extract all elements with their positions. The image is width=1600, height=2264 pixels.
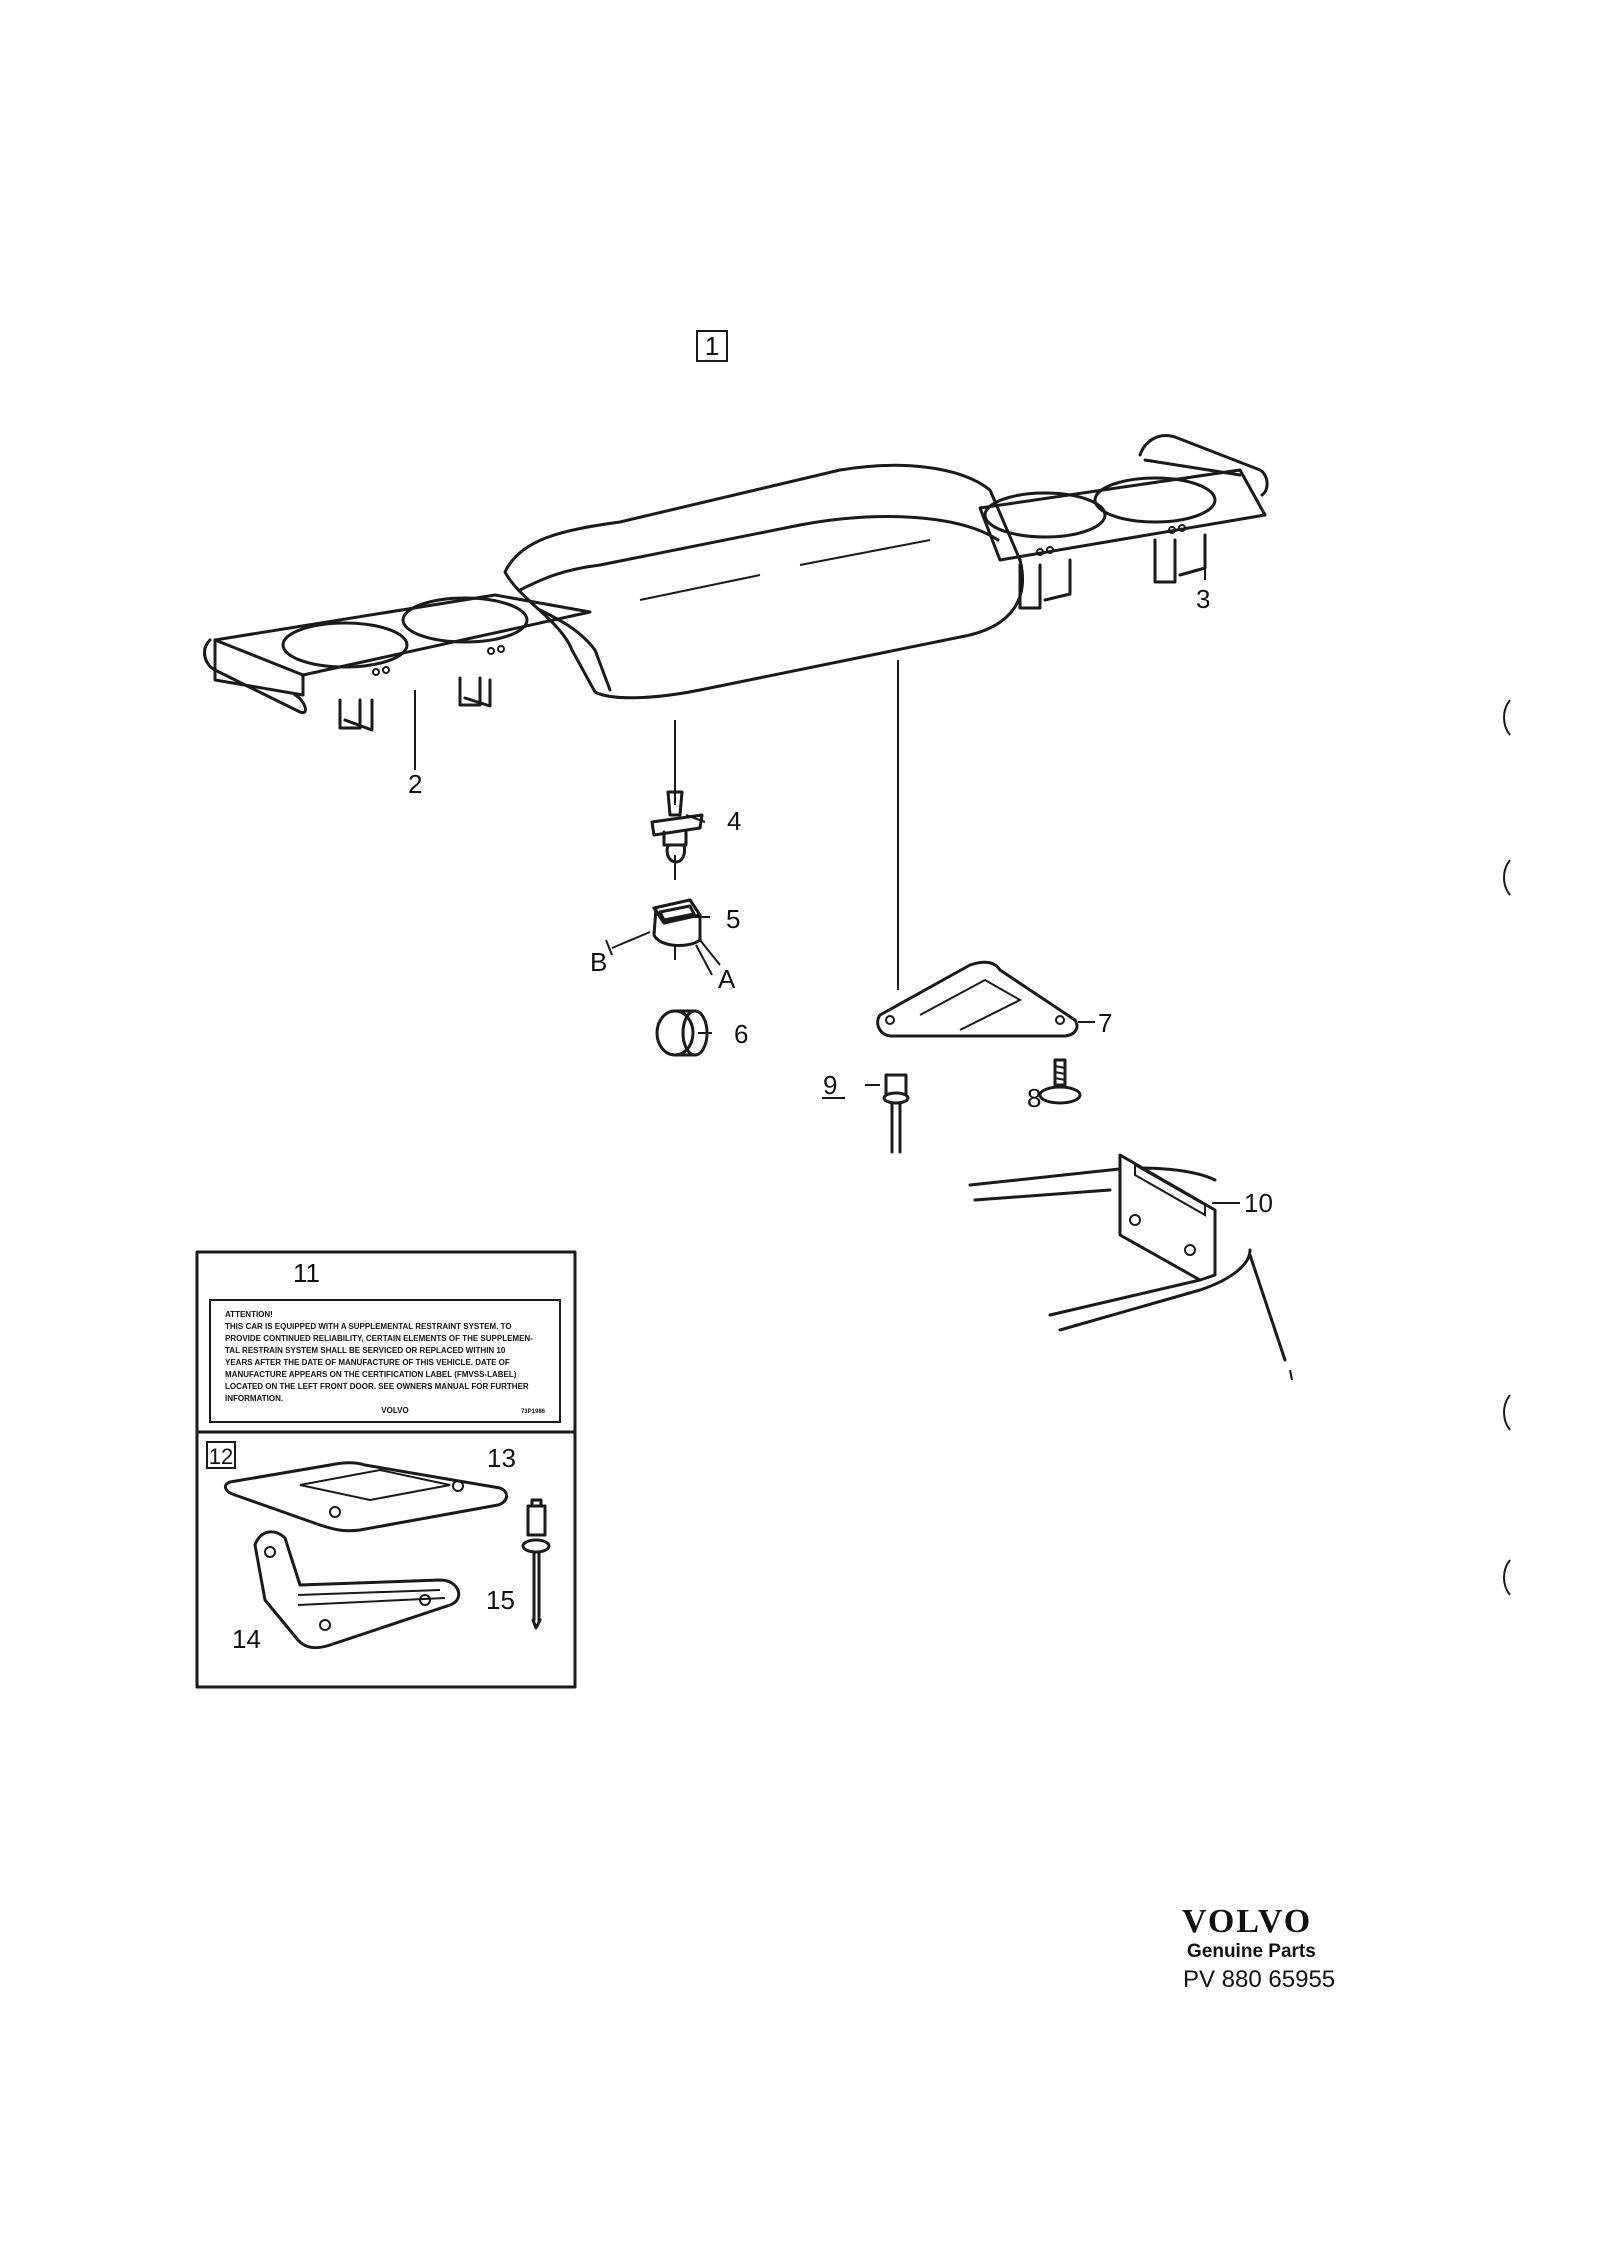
mounting-bracket: [876, 960, 1079, 1038]
label-brand: VOLVO: [381, 1406, 408, 1415]
callout-8: 8: [1027, 1083, 1041, 1113]
label-line-2: THIS CAR IS EQUIPPED WITH A SUPPLEMENTAL…: [225, 1322, 512, 1331]
group-box: 1: [696, 330, 728, 362]
callout-15: 15: [486, 1585, 515, 1615]
callout-7: 7: [1098, 1008, 1112, 1038]
callout-9: 9: [823, 1070, 837, 1100]
callout-10: 10: [1244, 1188, 1273, 1218]
rivet: [882, 1073, 910, 1154]
small-bracket: [253, 1530, 461, 1650]
retainer-nut: [605, 898, 721, 976]
dimension-label-b: B: [590, 947, 607, 977]
callout-11: 11: [293, 1258, 320, 1288]
label-line-1: ATTENTION!: [225, 1310, 273, 1319]
callout-5: 5: [726, 904, 740, 934]
label-line-6: MANUFACTURE APPEARS ON THE CERTIFICATION…: [225, 1370, 517, 1379]
callout-3: 3: [1196, 584, 1210, 614]
label-line-5: YEARS AFTER THE DATE OF MANUFACTURE OF T…: [225, 1358, 510, 1367]
label-code: 73P1986: [521, 1409, 546, 1415]
screw: [1038, 1058, 1082, 1105]
armrest-cushion: [503, 463, 1025, 700]
callout-6: 6: [734, 1019, 748, 1049]
footer: VOLVO Genuine Parts PV 880 65955: [1182, 1903, 1335, 1993]
spacer: [655, 1009, 709, 1057]
callout-14: 14: [232, 1624, 261, 1654]
label-line-4: TAL RESTRAIN SYSTEM SHALL BE SERVICED OR…: [225, 1346, 506, 1355]
left-cupholder-tray: [203, 593, 592, 732]
footer-subtitle: Genuine Parts: [1187, 1941, 1316, 1962]
footer-code: PV 880 65955: [1183, 1966, 1335, 1993]
right-cupholder-tray: [978, 434, 1269, 610]
dimension-label-a: A: [718, 964, 736, 994]
pop-rivet: [521, 1498, 551, 1630]
callouts: 2 3 4 5 6 7 8 9 10 11 13 14 15 B A: [232, 584, 1273, 1654]
label-line-3: PROVIDE CONTINUED RELIABILITY, CERTAIN E…: [225, 1334, 533, 1343]
callout-13: 13: [487, 1443, 516, 1473]
subgroup-box-number: 12: [209, 1444, 233, 1469]
callout-2: 2: [408, 769, 422, 799]
leader-lines: [414, 545, 1240, 1204]
plate: [223, 1461, 508, 1533]
punch-marks: [1503, 699, 1511, 1596]
callout-4: 4: [727, 806, 741, 836]
warning-label: ATTENTION! THIS CAR IS EQUIPPED WITH A S…: [225, 1310, 546, 1415]
footer-brand: VOLVO: [1182, 1903, 1312, 1940]
console-bracket: [968, 1153, 1293, 1381]
label-line-8: INFORMATION.: [225, 1394, 283, 1403]
clip: [650, 790, 704, 864]
label-line-7: LOCATED ON THE LEFT FRONT DOOR. SEE OWNE…: [225, 1382, 529, 1391]
group-box-number: 1: [705, 331, 719, 361]
inset-panel: ATTENTION! THIS CAR IS EQUIPPED WITH A S…: [195, 1250, 577, 1689]
